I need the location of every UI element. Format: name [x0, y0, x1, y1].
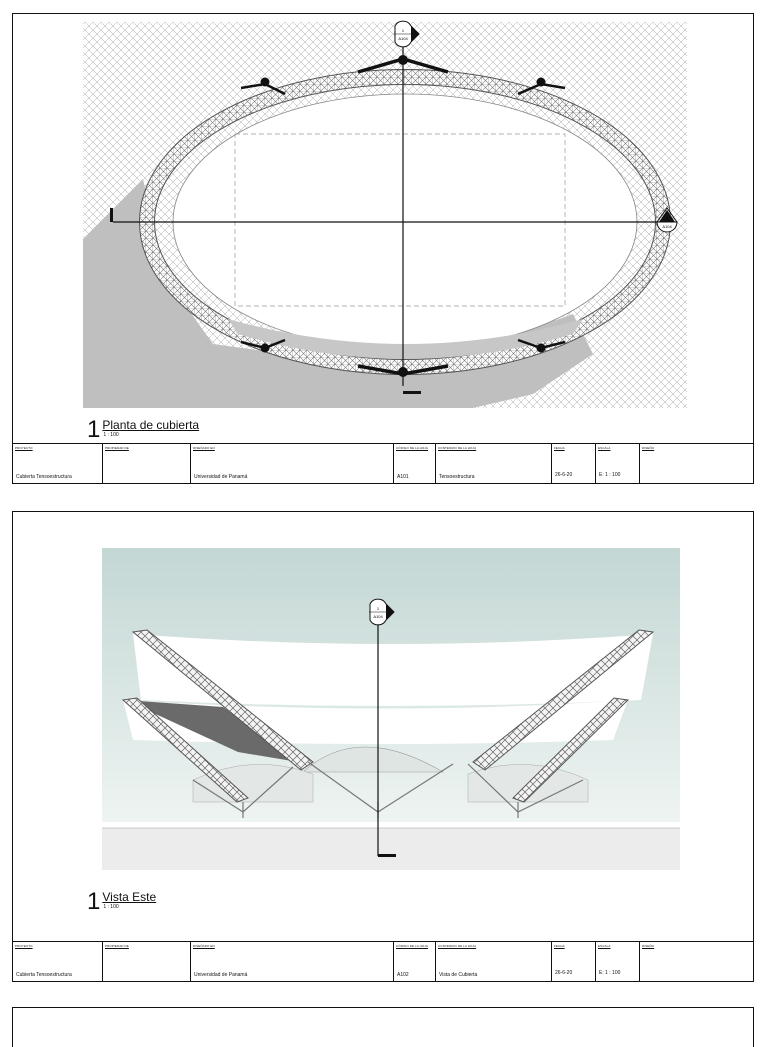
section-end-left: [110, 208, 113, 222]
east-elevation-drawing: 1 A104: [102, 548, 680, 870]
tb-cell-sheet-content: CONTENIDO DE LA HOJA Vista de Cubierta: [436, 942, 552, 981]
svg-text:2: 2: [666, 216, 669, 221]
roof-plan-drawing: 1 A104 2 A104: [83, 20, 687, 408]
svg-text:1: 1: [377, 606, 380, 611]
tb-cell-scale: ESCALA E: 1 : 100: [596, 942, 640, 981]
membrane-shade: [228, 319, 583, 359]
tb-label: PROPIEDAD DE: [105, 446, 129, 450]
section-mark-1-elevation: 1 A104: [369, 598, 395, 626]
tb-label: CONTENIDO DE LA HOJA: [438, 446, 477, 450]
svg-text:A104: A104: [662, 224, 672, 229]
tb-cell-scale: ESCALA E: 1 : 100: [596, 444, 640, 483]
tb-value: Universidad de Panamá: [194, 972, 248, 978]
plan-dashed-outline: [234, 133, 566, 307]
tb-cell-sheet-content: CONTENIDO DE LA HOJA Tensoestructura: [436, 444, 552, 483]
section-mark-1-plan: 1 A104: [394, 20, 420, 48]
tb-value: E: 1 : 100: [599, 970, 621, 976]
tb-cell-designed-in: DISEÑADO EN Universidad de Panamá: [191, 942, 394, 981]
dome-center: [302, 746, 445, 773]
view-scale: 1 : 100: [103, 432, 119, 438]
membrane-upper: [133, 634, 653, 706]
view-name: Planta de cubierta: [102, 418, 200, 432]
drawing-sheet-roof-plan: 1 A104 2 A104 1 Planta de cubierta 1 : 1…: [12, 13, 754, 484]
membrane-shadow: [125, 700, 298, 762]
svg-text:A104: A104: [373, 614, 383, 619]
tb-label: CONTENIDO DE LA HOJA: [438, 944, 477, 948]
tb-cell-date: FECHA 26-6-20: [552, 444, 596, 483]
svg-text:1: 1: [402, 28, 405, 33]
view-name: Vista Este: [102, 890, 157, 904]
tb-label: CÓDIGO DE LA HOJA: [396, 944, 429, 948]
truss-arms: [121, 629, 655, 803]
view-number: 1: [87, 416, 101, 443]
ground: [102, 828, 680, 870]
view-scale: 1 : 100: [103, 904, 119, 910]
tb-cell-sheet-code: CÓDIGO DE LA HOJA A102: [394, 942, 436, 981]
tb-label: FECHA: [554, 944, 565, 948]
tb-value: Vista de Cubierta: [439, 972, 478, 978]
tb-label: DISEÑADO EN: [193, 446, 215, 450]
tb-cell-owner: PROPIEDAD DE: [103, 942, 191, 981]
tb-label: ESCALA: [598, 944, 611, 948]
tb-cell-project: PROYECTO Cubierta Tensoestructura: [13, 444, 103, 483]
mast-group: [240, 55, 566, 377]
drawing-sheet-east-elevation: 1 A104 1 Vista Este 1 : 100 PROYECTO Cub…: [12, 511, 754, 982]
tb-label: PROYECTO: [15, 446, 33, 450]
tb-value: A102: [397, 972, 409, 978]
tb-label: PROPIEDAD DE: [105, 944, 129, 948]
tb-label: PROYECTO: [15, 944, 33, 948]
tb-cell-date: FECHA 26-6-20: [552, 942, 596, 981]
view-title: 1 Vista Este 1 : 100: [87, 890, 156, 914]
svg-text:A104: A104: [398, 36, 408, 41]
tb-value: Cubierta Tensoestructura: [16, 474, 72, 480]
section-end-bottom: [403, 391, 421, 394]
tb-value: Cubierta Tensoestructura: [16, 972, 72, 978]
tb-cell-project: PROYECTO Cubierta Tensoestructura: [13, 942, 103, 981]
tb-label: FECHA: [554, 446, 565, 450]
tb-cell-designed-in: DISEÑADO EN Universidad de Panamá: [191, 444, 394, 483]
tb-label: CÓDIGO DE LA HOJA: [396, 446, 429, 450]
title-block: PROYECTO Cubierta Tensoestructura PROPIE…: [13, 941, 753, 981]
roof-shadow: [83, 179, 593, 408]
tb-label: DISEÑO: [642, 944, 655, 948]
tb-label: DISEÑO: [642, 446, 655, 450]
title-block: PROYECTO Cubierta Tensoestructura PROPIE…: [13, 443, 753, 483]
tb-value: A101: [397, 474, 409, 480]
tb-value: 26-6-20: [555, 472, 573, 478]
section-end-bottom: [378, 854, 396, 857]
tb-value: 26-6-20: [555, 970, 573, 976]
tb-label: DISEÑADO EN: [193, 944, 215, 948]
tb-cell-sheet-code: CÓDIGO DE LA HOJA A101: [394, 444, 436, 483]
tb-value: Universidad de Panamá: [194, 474, 248, 480]
tb-cell-design: DISEÑO: [640, 444, 753, 483]
tb-value: Tensoestructura: [439, 474, 475, 480]
view-title: 1 Planta de cubierta 1 : 100: [87, 418, 199, 442]
tb-label: ESCALA: [598, 446, 611, 450]
tb-value: E: 1 : 100: [599, 472, 621, 478]
section-mark-2-plan: 2 A104: [656, 207, 678, 233]
view-number: 1: [87, 888, 101, 915]
tb-cell-owner: PROPIEDAD DE: [103, 444, 191, 483]
drawing-sheet-next: [12, 1007, 754, 1047]
tb-cell-design: DISEÑO: [640, 942, 753, 981]
